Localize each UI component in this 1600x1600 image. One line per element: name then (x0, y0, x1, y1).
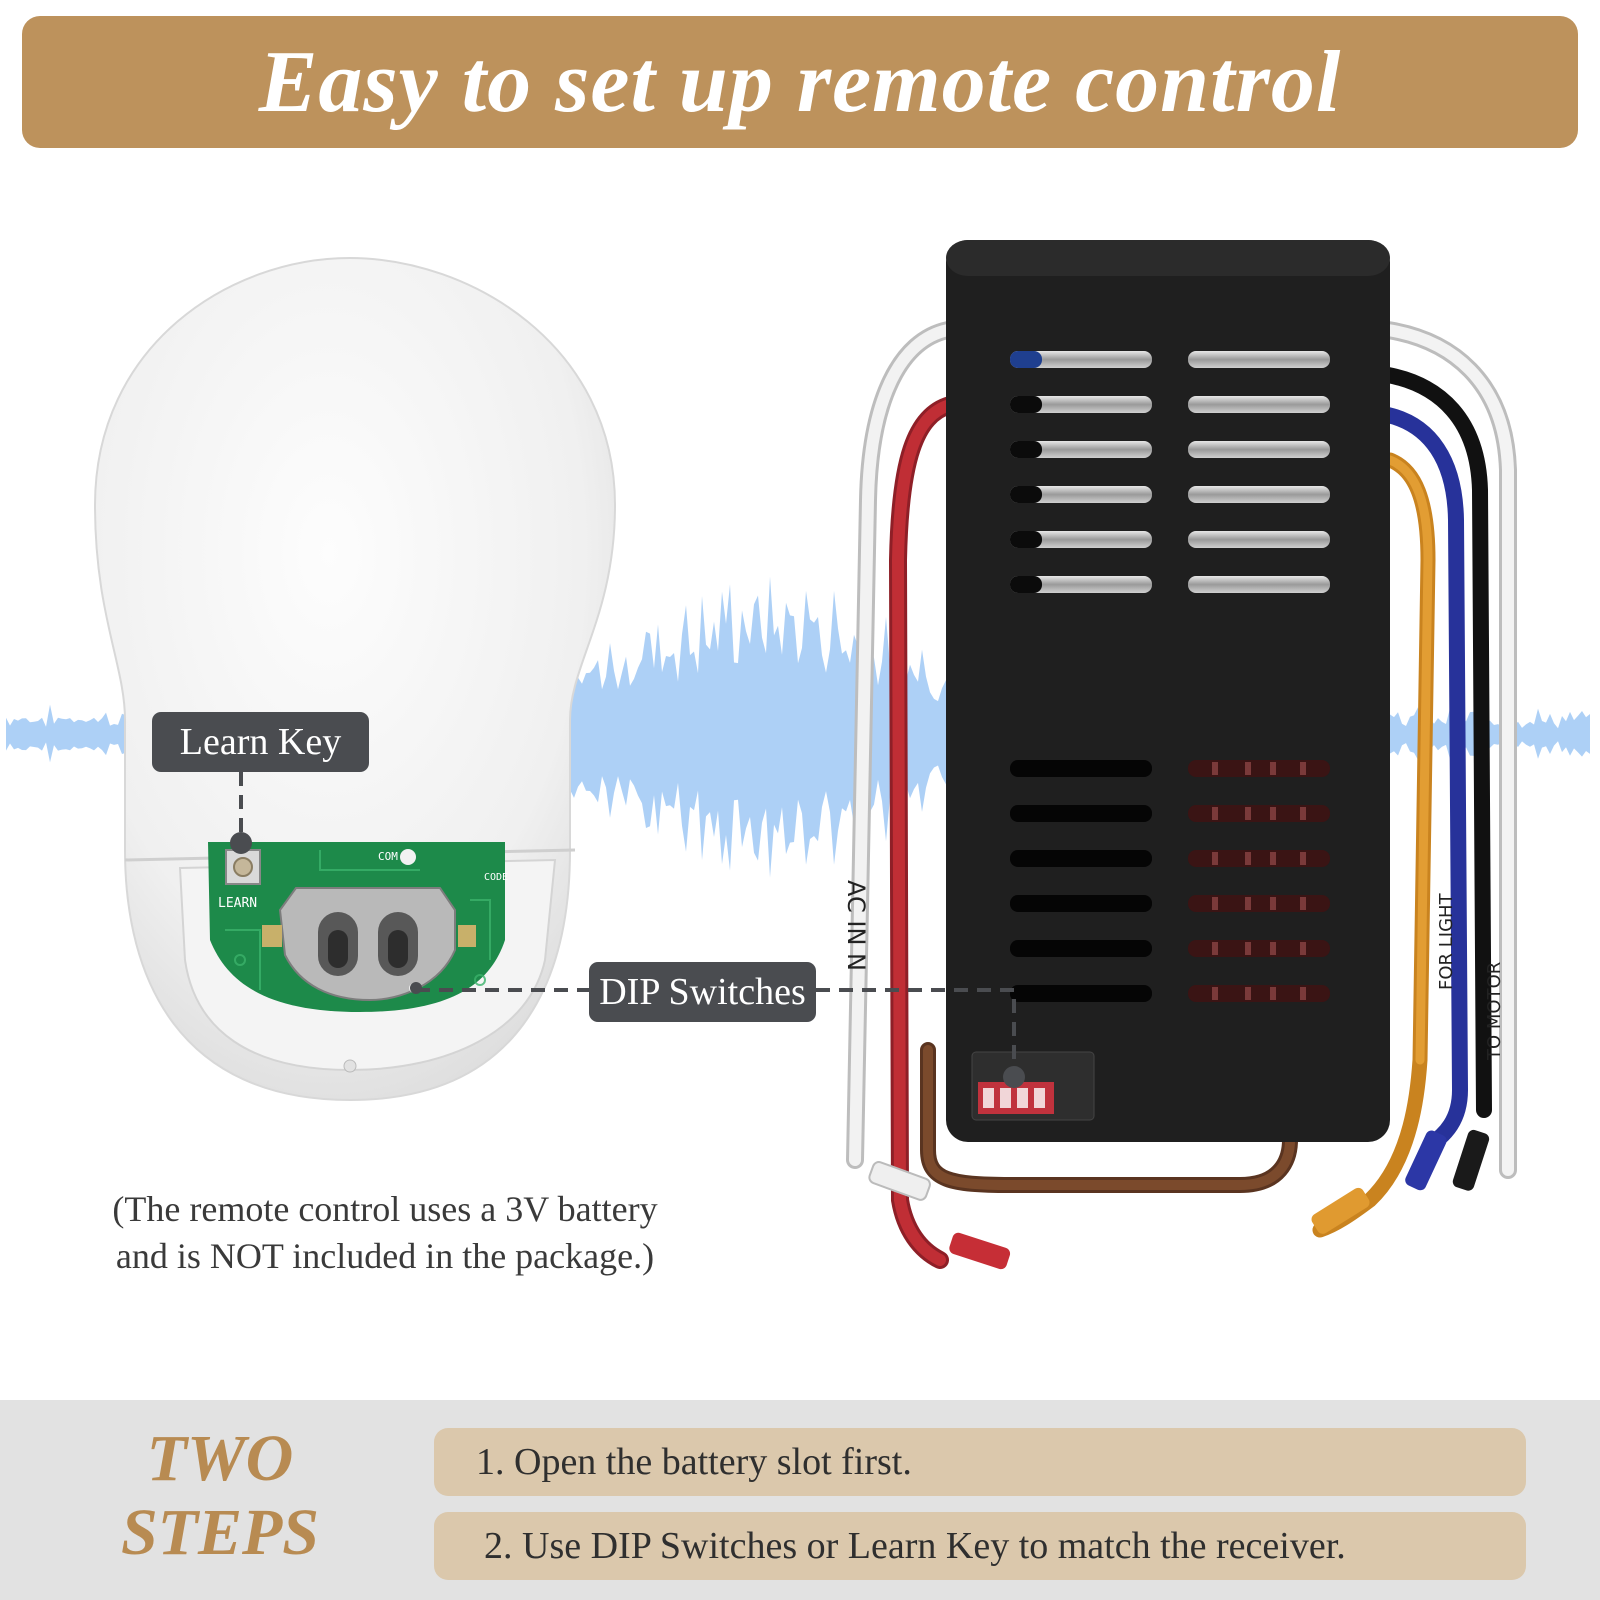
pcb-code-label: CODE (484, 872, 508, 883)
vent-component (1245, 897, 1251, 910)
vent-component (1212, 807, 1218, 820)
vent-component (1245, 987, 1251, 1000)
signal-wave (6, 576, 1590, 878)
vent-component (1270, 987, 1276, 1000)
pcb-learn-label: LEARN (218, 896, 257, 911)
top-vent-slot (1010, 441, 1152, 458)
pcb-com-label: COM (378, 850, 398, 863)
top-vent-slot (1010, 396, 1152, 413)
product-illustration: LEARN COM CODE (6, 240, 1590, 1270)
bottom-vent-slot (1010, 850, 1152, 867)
vent-component (1212, 987, 1218, 1000)
top-vent-slot (1188, 531, 1330, 548)
bottom-vent-slot (1010, 985, 1152, 1002)
vent-component (1270, 762, 1276, 775)
steps-heading-line2: STEPS (120, 1496, 320, 1569)
top-vent-shadow (1010, 531, 1042, 548)
vent-component (1300, 762, 1306, 775)
top-vent-shadow (1010, 351, 1042, 368)
receiver-body (946, 240, 1390, 1142)
vent-component (1212, 942, 1218, 955)
vent-component (1245, 807, 1251, 820)
step-item-1: 1. Open the battery slot first. (434, 1428, 1526, 1496)
top-vent-slot (1188, 396, 1330, 413)
bottom-vent-slot-red (1188, 985, 1330, 1002)
vent-component (1270, 897, 1276, 910)
bottom-vent-slot (1010, 895, 1152, 912)
top-vent-slot (1188, 576, 1330, 593)
battery-note-line1: (The remote control uses a 3V battery (112, 1189, 658, 1229)
battery-note-line2: and is NOT included in the package.) (115, 1236, 655, 1276)
top-vent-slot (1010, 531, 1152, 548)
receiver-wires (846, 321, 1517, 1270)
bottom-vent-slot-red (1188, 805, 1330, 822)
bottom-vent-slot-red (1188, 760, 1330, 777)
vent-component (1270, 852, 1276, 865)
wire-label-ac-in: AC IN N (842, 880, 870, 971)
page-title: Easy to set up remote control (258, 33, 1342, 131)
top-vent-shadow (1010, 576, 1042, 593)
vent-component (1300, 852, 1306, 865)
vent-component (1245, 762, 1251, 775)
top-vent-slot (1188, 441, 1330, 458)
vent-component (1212, 852, 1218, 865)
steps-heading-line1: TWO (146, 1422, 294, 1495)
bottom-vent-slot (1010, 805, 1152, 822)
vent-component (1212, 897, 1218, 910)
wire-label-light: FOR LIGHT (1436, 892, 1457, 990)
vent-component (1270, 807, 1276, 820)
top-vent-slot (1010, 351, 1152, 368)
top-vent-slot (1188, 351, 1330, 368)
vent-component (1270, 942, 1276, 955)
bottom-vent-slot (1010, 760, 1152, 777)
steps-heading: TWO STEPS (100, 1422, 340, 1570)
top-vent-slot (1010, 486, 1152, 503)
top-vent-shadow (1010, 396, 1042, 413)
top-vent-shadow (1010, 441, 1042, 458)
bottom-vent-slot (1010, 940, 1152, 957)
receiver-top-vents (1010, 351, 1330, 593)
dip-leader-right (816, 988, 1016, 1075)
vent-component (1300, 987, 1306, 1000)
remote-control: LEARN COM CODE (93, 256, 617, 1102)
vent-component (1245, 852, 1251, 865)
header-banner: Easy to set up remote control (22, 16, 1578, 148)
vent-component (1300, 942, 1306, 955)
vent-component (1300, 807, 1306, 820)
receiver-bottom-vents (1010, 760, 1330, 1002)
battery-note: (The remote control uses a 3V battery an… (60, 1186, 710, 1280)
learn-key-callout: Learn Key (152, 712, 369, 772)
top-vent-shadow (1010, 486, 1042, 503)
vent-component (1212, 762, 1218, 775)
bottom-vent-slot-red (1188, 940, 1330, 957)
vent-component (1300, 897, 1306, 910)
battery-holder (278, 887, 456, 1002)
bottom-vent-slot-red (1188, 895, 1330, 912)
wire-label-motor: TO MOTOR (1484, 962, 1505, 1061)
top-vent-slot (1010, 576, 1152, 593)
bottom-vent-slot-red (1188, 850, 1330, 867)
receiver (946, 240, 1390, 1142)
step-item-2: 2. Use DIP Switches or Learn Key to matc… (434, 1512, 1526, 1580)
vent-component (1245, 942, 1251, 955)
dip-switches-callout: DIP Switches (589, 962, 816, 1022)
top-vent-slot (1188, 486, 1330, 503)
